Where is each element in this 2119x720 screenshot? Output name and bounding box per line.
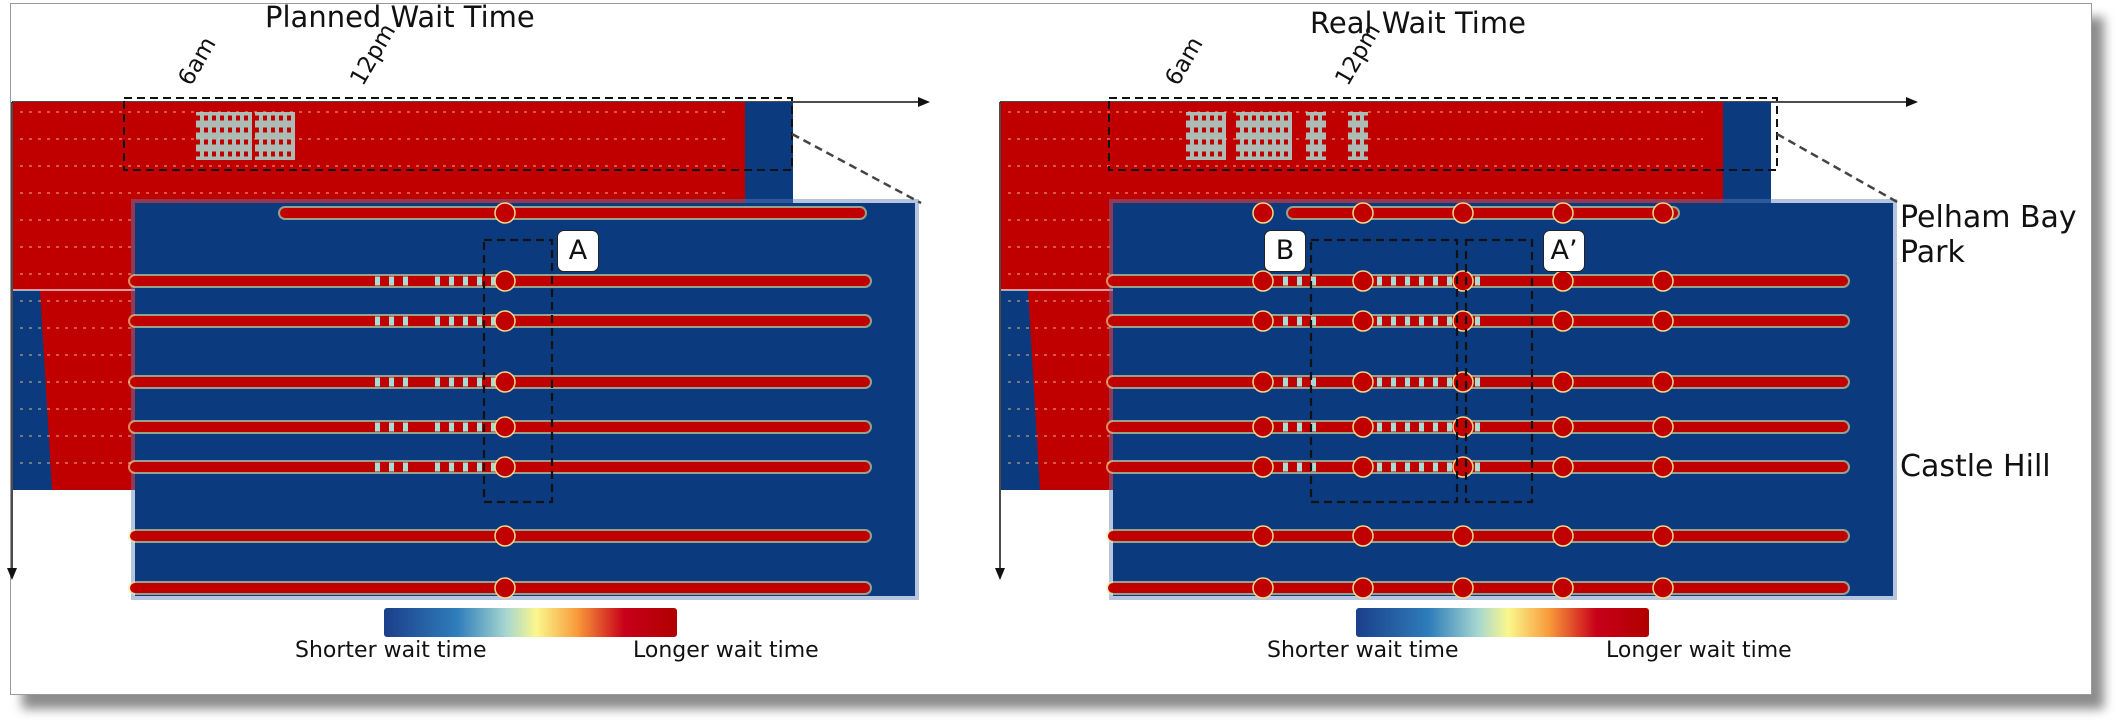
stop-marker (1252, 456, 1274, 478)
y-axis-arrowhead (995, 568, 1005, 580)
selection-box (1464, 238, 1534, 504)
x-axis-arrowhead (1906, 97, 1918, 107)
stop-marker (1652, 310, 1674, 332)
stop-marker (1552, 456, 1574, 478)
stop-marker (494, 310, 516, 332)
callout-b: B (1264, 230, 1306, 272)
colorbar (384, 608, 677, 637)
zoom-connector (791, 132, 922, 205)
stop-marker (1652, 577, 1674, 599)
stop-marker (494, 416, 516, 438)
y-axis-arrowhead (7, 568, 17, 580)
real-colorbar-high-label: Longer wait time (1606, 638, 1792, 663)
stop-marker (1552, 577, 1574, 599)
real-title: Real Wait Time (1310, 6, 1526, 40)
background-left-wedge (13, 290, 52, 490)
x-axis-arrowhead (918, 97, 930, 107)
planned-title: Planned Wait Time (265, 0, 535, 34)
stop-marker (1652, 202, 1674, 224)
stop-marker (1552, 310, 1574, 332)
stop-marker (1552, 371, 1574, 393)
real-panel (995, 97, 1918, 637)
stop-marker (1252, 416, 1274, 438)
stop-marker (1352, 525, 1374, 547)
stop-marker (494, 525, 516, 547)
stop-marker (1352, 310, 1374, 332)
planned-panel (7, 97, 930, 637)
colorbar (1356, 608, 1649, 637)
stop-marker (1552, 202, 1574, 224)
stop-marker (1252, 577, 1274, 599)
stop-marker (494, 270, 516, 292)
stop-marker (1252, 202, 1274, 224)
station-top-line2: Park (1900, 235, 1965, 270)
stop-marker (1652, 371, 1674, 393)
stop-marker (494, 577, 516, 599)
selection-box (482, 238, 554, 504)
stop-marker (1252, 310, 1274, 332)
stop-marker (1652, 270, 1674, 292)
stop-marker (1652, 456, 1674, 478)
stop-marker (1352, 270, 1374, 292)
zoom-connector (1776, 132, 1900, 205)
callout-a-prime: A’ (1543, 230, 1585, 272)
planned-colorbar-high-label: Longer wait time (633, 638, 819, 663)
stop-marker (1652, 525, 1674, 547)
stop-marker (1452, 202, 1474, 224)
stop-marker (1252, 270, 1274, 292)
stop-marker (1252, 371, 1274, 393)
stop-marker (1552, 270, 1574, 292)
background-left-wedge (1001, 290, 1040, 490)
stop-marker (1352, 202, 1374, 224)
stop-marker (1252, 525, 1274, 547)
stop-marker (494, 456, 516, 478)
stop-marker (1452, 525, 1474, 547)
stop-marker (1452, 577, 1474, 599)
stop-marker (1352, 456, 1374, 478)
station-top-line1: Pelham Bay (1900, 200, 2077, 235)
real-colorbar-low-label: Shorter wait time (1267, 638, 1459, 663)
stop-marker (1552, 416, 1574, 438)
stop-marker (1352, 577, 1374, 599)
stop-marker (494, 202, 516, 224)
stop-marker (1352, 416, 1374, 438)
station-bottom-label: Castle Hill (1900, 449, 2051, 484)
planned-colorbar-low-label: Shorter wait time (295, 638, 487, 663)
station-top-label: Pelham Bay Park (1900, 200, 2077, 270)
stop-marker (1352, 371, 1374, 393)
stop-marker (494, 371, 516, 393)
stop-marker (1652, 416, 1674, 438)
callout-a: A (557, 230, 599, 272)
selection-box (1309, 238, 1459, 504)
stop-marker (1552, 525, 1574, 547)
short-wait-cluster (1348, 112, 1368, 160)
short-wait-cluster (1306, 112, 1326, 160)
